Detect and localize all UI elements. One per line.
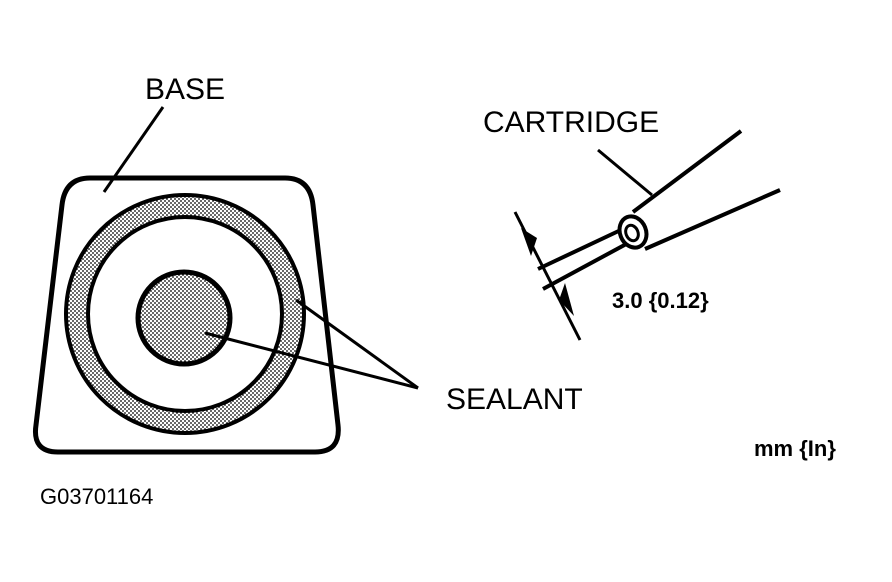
sealant-ring-inner-edge [86, 215, 284, 413]
sealant-ring-outer-edge [64, 193, 306, 435]
base-plate [32, 175, 341, 455]
figure-id: G03701164 [40, 484, 153, 509]
sealant-label: SEALANT [446, 383, 583, 416]
dimension-label: 3.0 {0.12} [612, 288, 709, 313]
sealant-outer-ring [66, 195, 304, 433]
base-label: BASE [145, 73, 225, 106]
cartridge-leader-line [597, 148, 653, 197]
units-label: mm {In} [754, 436, 836, 461]
cartridge-nozzle [537, 129, 781, 291]
base-leader-line [102, 106, 165, 193]
cartridge-label: CARTRIDGE [483, 106, 659, 139]
sealant-leader-line-ring [295, 298, 419, 390]
dimension-indicator [513, 211, 582, 341]
sealant-center-dot [135, 269, 233, 367]
sealant-leader-line-center [204, 331, 419, 390]
